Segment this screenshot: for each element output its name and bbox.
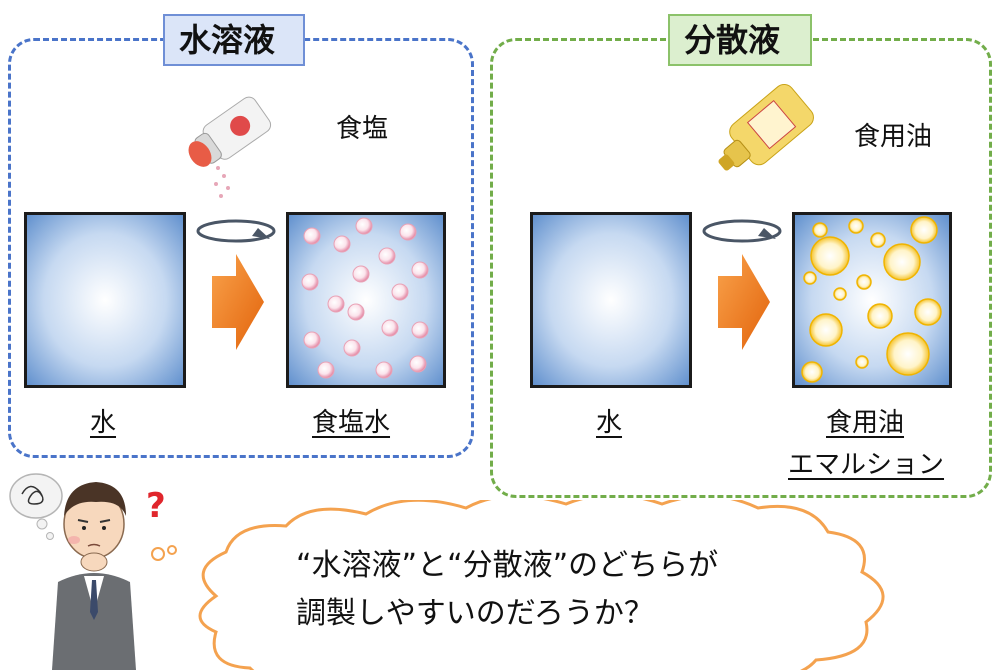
question-mark: ? bbox=[146, 486, 166, 526]
question-line-1: “水溶液”と“分散液”のどちらが bbox=[296, 548, 719, 583]
salt-label: 食塩 bbox=[336, 114, 389, 144]
question-cloud bbox=[198, 500, 885, 670]
question-line-2: 調製しやすいのだろうか？ bbox=[296, 596, 654, 631]
salt-shaker-icon bbox=[188, 96, 272, 198]
water-label-right: 水 bbox=[596, 408, 623, 438]
water-box-left bbox=[24, 212, 186, 388]
stir-arrow-icon bbox=[702, 219, 782, 243]
aqueous-solution-title: 水溶液 bbox=[163, 14, 305, 66]
process-arrow-icon bbox=[212, 254, 264, 350]
dispersion-title: 分散液 bbox=[668, 14, 812, 66]
water-label-left: 水 bbox=[90, 408, 117, 438]
oil-bottle-icon bbox=[718, 83, 814, 171]
oil-emulsion-label-line2: エマルション bbox=[788, 450, 945, 480]
salt-water-box bbox=[286, 212, 446, 388]
thinking-person-icon bbox=[9, 473, 177, 670]
process-arrow-icon bbox=[718, 254, 770, 350]
oil-label: 食用油 bbox=[854, 122, 933, 152]
salt-water-label: 食塩水 bbox=[312, 408, 391, 438]
oil-emulsion-box bbox=[792, 212, 952, 388]
water-box-right bbox=[530, 212, 692, 388]
stir-arrow-icon bbox=[196, 219, 276, 243]
oil-emulsion-label-line1: 食用油 bbox=[826, 408, 905, 438]
